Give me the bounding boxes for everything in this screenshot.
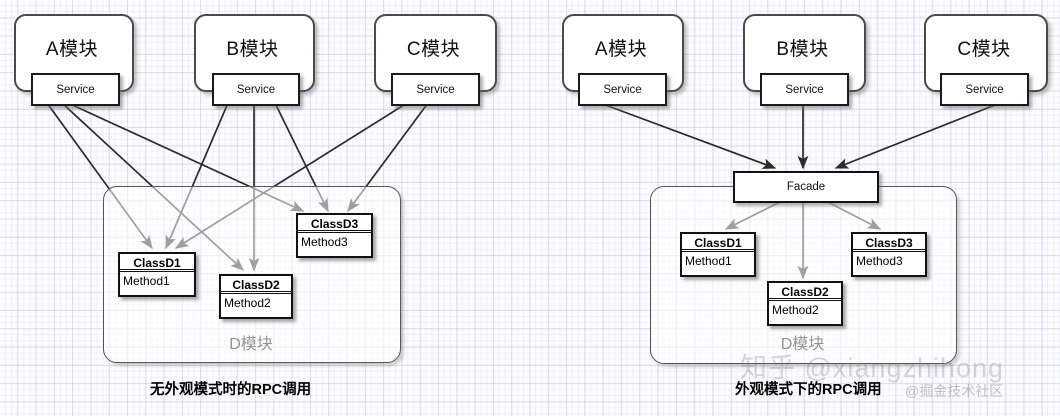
module-a-right-label: A模块 xyxy=(594,39,648,60)
class-name-classd3-left: ClassD3 xyxy=(298,215,371,233)
caption-right: 外观模式下的RPC调用 xyxy=(735,382,882,398)
caption-left: 无外观模式时的RPC调用 xyxy=(150,382,312,398)
class-name-classd1-right: ClassD1 xyxy=(682,234,754,252)
service-a-right[interactable]: Service xyxy=(578,73,667,106)
service-c-right[interactable]: Service xyxy=(940,73,1029,106)
module-c-right-label: C模块 xyxy=(957,39,1011,60)
edge-rc-facade xyxy=(834,102,1001,169)
watermark-secondary: @掘金技术社区 xyxy=(905,383,1004,399)
module-a-left-label: A模块 xyxy=(45,39,99,60)
class-name-classd2-left: ClassD2 xyxy=(221,276,291,294)
service-c-left[interactable]: Service xyxy=(391,73,480,106)
module-b-left-label: B模块 xyxy=(226,39,279,60)
service-b-right[interactable]: Service xyxy=(760,73,849,106)
class-method-classd2-right: Method2 xyxy=(772,303,819,317)
class-box-classd1-left[interactable]: ClassD1 Method1 xyxy=(118,252,196,297)
edge-ra-facade xyxy=(599,102,777,169)
class-box-classd2-left[interactable]: ClassD2 Method2 xyxy=(219,274,293,319)
class-method-classd2-left: Method2 xyxy=(224,296,271,310)
class-box-classd3-right[interactable]: ClassD3 Method3 xyxy=(851,232,927,277)
class-method-classd3-right: Method3 xyxy=(856,254,903,268)
class-method-classd3-left: Method3 xyxy=(301,235,348,249)
service-a-left[interactable]: Service xyxy=(31,73,120,106)
class-box-classd1-right[interactable]: ClassD1 Method1 xyxy=(680,232,756,277)
class-name-classd3-right: ClassD3 xyxy=(853,234,925,252)
class-name-classd1-left: ClassD1 xyxy=(120,254,194,272)
class-box-classd3-left[interactable]: ClassD3 Method3 xyxy=(296,213,373,258)
service-b-left[interactable]: Service xyxy=(212,73,300,106)
class-method-classd1-right: Method1 xyxy=(685,254,732,268)
class-name-classd2-right: ClassD2 xyxy=(769,283,841,301)
facade-box[interactable]: Facade xyxy=(733,171,879,203)
module-c-left-label: C模块 xyxy=(406,39,461,60)
class-box-classd2-right[interactable]: ClassD2 Method2 xyxy=(767,281,843,326)
module-b-right-label: B模块 xyxy=(776,39,829,60)
class-method-classd1-left: Method1 xyxy=(123,274,170,288)
